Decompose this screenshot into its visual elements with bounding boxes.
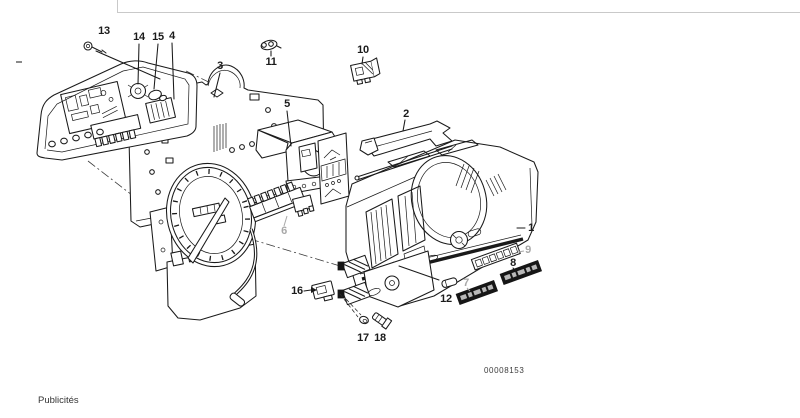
diagram-code: 00008153 <box>484 366 525 375</box>
speedo-cable-plug <box>229 292 246 307</box>
front-housing-part1 <box>337 139 539 308</box>
terminal-strip-part6 <box>247 181 307 223</box>
housing-socket-lower <box>341 281 371 306</box>
footer-publicites-label: Publicités <box>38 395 79 406</box>
code-strip-part9 <box>470 242 521 271</box>
trim-strip-part2 <box>354 120 453 181</box>
leader-lines <box>95 42 526 318</box>
ad-frame-border <box>117 0 800 13</box>
housing-vent-hatch <box>485 173 507 197</box>
gauge-face-hatch <box>455 163 480 194</box>
gauge-needle <box>187 197 230 264</box>
code-strip-part8 <box>499 260 543 286</box>
housing-socket-upper <box>341 254 371 279</box>
indicator-card <box>292 132 350 217</box>
code-strip-part7 <box>455 280 499 306</box>
list-dash-mark <box>16 61 22 63</box>
cluster-rear-housing-part4 <box>36 60 198 161</box>
screw-part13 <box>83 41 107 54</box>
connector-part10 <box>350 57 381 85</box>
speedometer-gauge <box>149 162 258 321</box>
cluster-side-connector <box>145 97 177 124</box>
washer-part17 <box>359 315 369 325</box>
lamp-part12 <box>441 277 458 288</box>
plug-part16 <box>311 280 335 302</box>
bulb-part15 <box>148 89 167 102</box>
bulb-socket-part14 <box>127 82 149 100</box>
screw-part18 <box>371 312 393 330</box>
bulb-part11 <box>260 39 282 51</box>
